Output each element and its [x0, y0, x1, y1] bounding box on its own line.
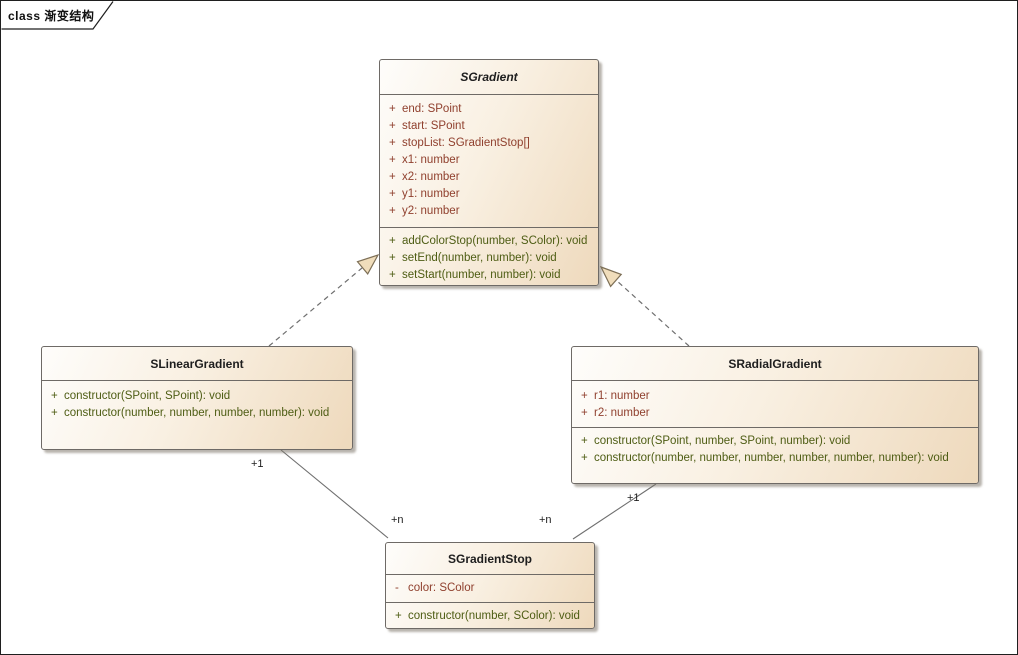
class-box-sradialgradient[interactable]: SRadialGradient + r1: number + r2: numbe… — [571, 346, 979, 484]
frame-tab: class 渐变结构 — [8, 9, 95, 23]
attribute-text: stopList: SGradientStop[] — [402, 137, 530, 149]
attribute-text: end: SPoint — [402, 103, 462, 115]
visibility-symbol: + — [389, 205, 396, 217]
methods-compartment: + constructor(number, SColor): void — [386, 602, 594, 628]
visibility-symbol: + — [389, 120, 396, 132]
attribute-row: + r2: number — [572, 405, 978, 422]
class-box-slineargradient[interactable]: SLinearGradient + constructor(SPoint, SP… — [41, 346, 353, 450]
method-row: + constructor(SPoint, SPoint): void — [42, 388, 352, 405]
visibility-symbol: - — [395, 582, 399, 594]
generalization-linear-line[interactable] — [268, 267, 363, 347]
visibility-symbol: + — [395, 610, 402, 622]
method-text: constructor(number, number, number, numb… — [64, 407, 330, 419]
class-name: SLinearGradient — [150, 356, 244, 371]
attributes-compartment: + r1: number + r2: number — [572, 380, 978, 427]
class-name: SGradientStop — [447, 551, 532, 566]
attribute-text: r2: number — [594, 407, 650, 419]
visibility-symbol: + — [581, 390, 588, 402]
class-box-sgradient[interactable]: SGradient + end: SPoint + start: SPoint … — [379, 59, 599, 286]
attribute-text: x1: number — [402, 154, 460, 166]
attribute-row: + y2: number — [380, 203, 598, 220]
attribute-row: + y1: number — [380, 186, 598, 203]
method-row: + addColorStop(number, SColor): void — [380, 233, 598, 250]
visibility-symbol: + — [581, 452, 588, 464]
visibility-symbol: + — [389, 188, 396, 200]
attributes-compartment: - color: SColor — [386, 574, 594, 602]
method-row: + constructor(SPoint, number, SPoint, nu… — [572, 433, 978, 450]
attribute-text: x2: number — [402, 171, 460, 183]
class-name: SRadialGradient — [728, 356, 822, 371]
method-text: constructor(SPoint, SPoint): void — [64, 390, 231, 402]
method-row: + constructor(number, number, number, nu… — [572, 450, 978, 467]
method-row: + setStart(number, number): void — [380, 267, 598, 284]
attribute-text: start: SPoint — [402, 120, 465, 132]
visibility-symbol: + — [51, 407, 58, 419]
attribute-text: color: SColor — [408, 582, 475, 594]
method-row: + setEnd(number, number): void — [380, 250, 598, 267]
visibility-symbol: + — [389, 171, 396, 183]
method-text: addColorStop(number, SColor): void — [402, 235, 588, 247]
visibility-symbol: + — [389, 103, 396, 115]
generalization-radial-line[interactable] — [615, 279, 690, 347]
attribute-row: + r1: number — [572, 388, 978, 405]
methods-compartment: + constructor(SPoint, SPoint): void + co… — [42, 380, 352, 449]
association-radial-stop-line[interactable] — [572, 483, 657, 540]
generalization-radial-arrowhead — [599, 265, 623, 288]
method-text: constructor(number, number, number, numb… — [594, 452, 949, 464]
visibility-symbol: + — [581, 435, 588, 447]
attribute-row: + start: SPoint — [380, 118, 598, 135]
association-linear-stop-line[interactable] — [280, 449, 389, 539]
visibility-symbol: + — [389, 137, 396, 149]
attribute-row: - color: SColor — [386, 580, 594, 597]
class-box-sgradientstop[interactable]: SGradientStop - color: SColor + construc… — [385, 542, 595, 629]
methods-compartment: + constructor(SPoint, number, SPoint, nu… — [572, 427, 978, 483]
attribute-row: + x1: number — [380, 152, 598, 169]
method-row: + constructor(number, number, number, nu… — [42, 405, 352, 422]
attribute-text: r1: number — [594, 390, 650, 402]
method-text: constructor(SPoint, number, SPoint, numb… — [594, 435, 851, 447]
visibility-symbol: + — [389, 269, 396, 281]
attribute-row: + x2: number — [380, 169, 598, 186]
attribute-row: + end: SPoint — [380, 101, 598, 118]
method-text: setEnd(number, number): void — [402, 252, 557, 264]
multiplicity-label: +1 — [251, 458, 264, 470]
multiplicity-label: +n — [539, 514, 552, 526]
visibility-symbol: + — [51, 390, 58, 402]
attribute-text: y1: number — [402, 188, 460, 200]
visibility-symbol: + — [389, 154, 396, 166]
visibility-symbol: + — [389, 252, 396, 264]
multiplicity-label: +n — [391, 514, 404, 526]
class-name: SGradient — [460, 70, 518, 84]
attribute-row: + stopList: SGradientStop[] — [380, 135, 598, 152]
attribute-text: y2: number — [402, 205, 460, 217]
visibility-symbol: + — [581, 407, 588, 419]
frame-tab-outline — [1, 1, 114, 30]
visibility-symbol: + — [389, 235, 396, 247]
method-row: + constructor(number, SColor): void — [386, 608, 594, 625]
generalization-linear-arrowhead — [356, 253, 380, 275]
method-text: setStart(number, number): void — [402, 269, 561, 281]
methods-compartment: + addColorStop(number, SColor): void + s… — [380, 227, 598, 285]
multiplicity-label: +1 — [627, 492, 640, 504]
method-text: constructor(number, SColor): void — [408, 610, 580, 622]
attributes-compartment: + end: SPoint + start: SPoint + stopList… — [380, 94, 598, 227]
